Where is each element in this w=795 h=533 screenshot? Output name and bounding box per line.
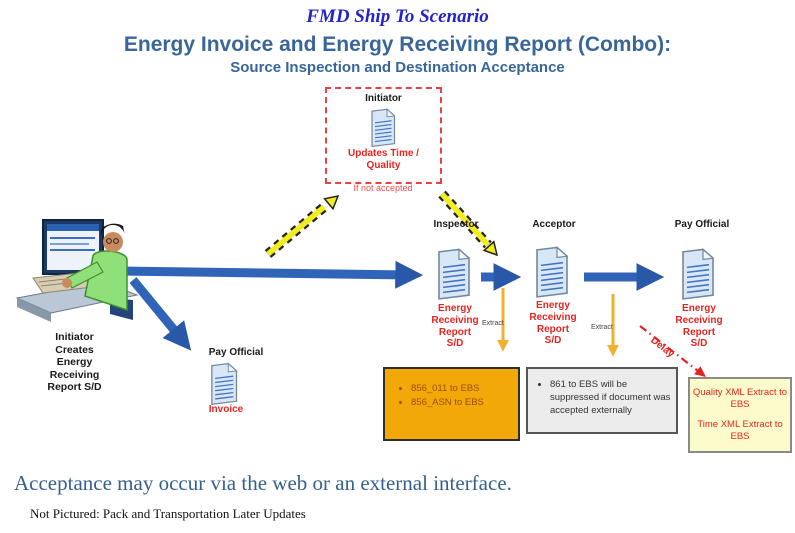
inspector-role-label: Inspector — [433, 219, 479, 230]
ebs-861-item: 861 to EBS will be suppressed if documen… — [550, 379, 676, 417]
document-icon — [370, 108, 396, 148]
invoice-pay-official-label: Pay Official — [208, 347, 264, 358]
document-icon — [211, 362, 238, 405]
person-at-computer-icon — [15, 219, 139, 322]
ebs-856-item: 856_ASN to EBS — [411, 397, 518, 408]
arrow-update-back-to-flow — [438, 190, 499, 257]
quality-xml-line: Quality XML Extract to EBS — [692, 387, 788, 410]
document-icon — [536, 246, 569, 298]
not-pictured-note: Not Pictured: Pack and Transportation La… — [30, 506, 306, 521]
inspector-doc-caption: Energy Receiving Report S/D — [431, 303, 479, 350]
ebs-861-box: 861 to EBS will be suppressed if documen… — [526, 367, 678, 434]
extract-label-acceptor: Extract — [591, 324, 613, 331]
extract-label-inspector: Extract — [482, 320, 504, 327]
pay-official-doc-caption: Energy Receiving Report S/D — [675, 303, 723, 350]
initiator-update-box: Initiator Updates Time / Quality — [325, 87, 442, 184]
update-action-label: Updates Time / Quality — [348, 148, 419, 171]
arrow-initiator-to-inspector — [117, 260, 424, 289]
pay-official-role-label: Pay Official — [674, 219, 730, 230]
arrow-delay — [639, 325, 706, 377]
initiator-role-label: Initiator — [365, 93, 402, 104]
xml-extract-box: Quality XML Extract to EBS Time XML Extr… — [688, 377, 792, 453]
ebs-856-box: 856_011 to EBS 856_ASN to EBS — [383, 367, 520, 441]
acceptance-note: Acceptance may occur via the web or an e… — [14, 471, 512, 495]
page-title: Energy Invoice and Energy Receiving Repo… — [123, 33, 672, 56]
page-subtitle: Source Inspection and Destination Accept… — [230, 59, 565, 76]
document-icon — [438, 248, 471, 300]
scenario-title: FMD Ship To Scenario — [306, 6, 489, 27]
acceptor-doc-caption: Energy Receiving Report S/D — [529, 300, 577, 347]
arrow-if-not-accepted-up — [264, 194, 340, 258]
ebs-856-item: 856_011 to EBS — [411, 383, 518, 394]
time-xml-line: Time XML Extract to EBS — [697, 418, 783, 442]
if-not-accepted-label: If not accepted — [353, 183, 413, 193]
initiator-caption: Initiator Creates Energy Receiving Repor… — [47, 331, 102, 394]
acceptor-role-label: Acceptor — [532, 219, 576, 230]
invoice-doc-caption: Invoice — [208, 404, 244, 415]
arrow-initiator-to-invoice — [129, 277, 192, 351]
document-icon — [682, 248, 715, 300]
